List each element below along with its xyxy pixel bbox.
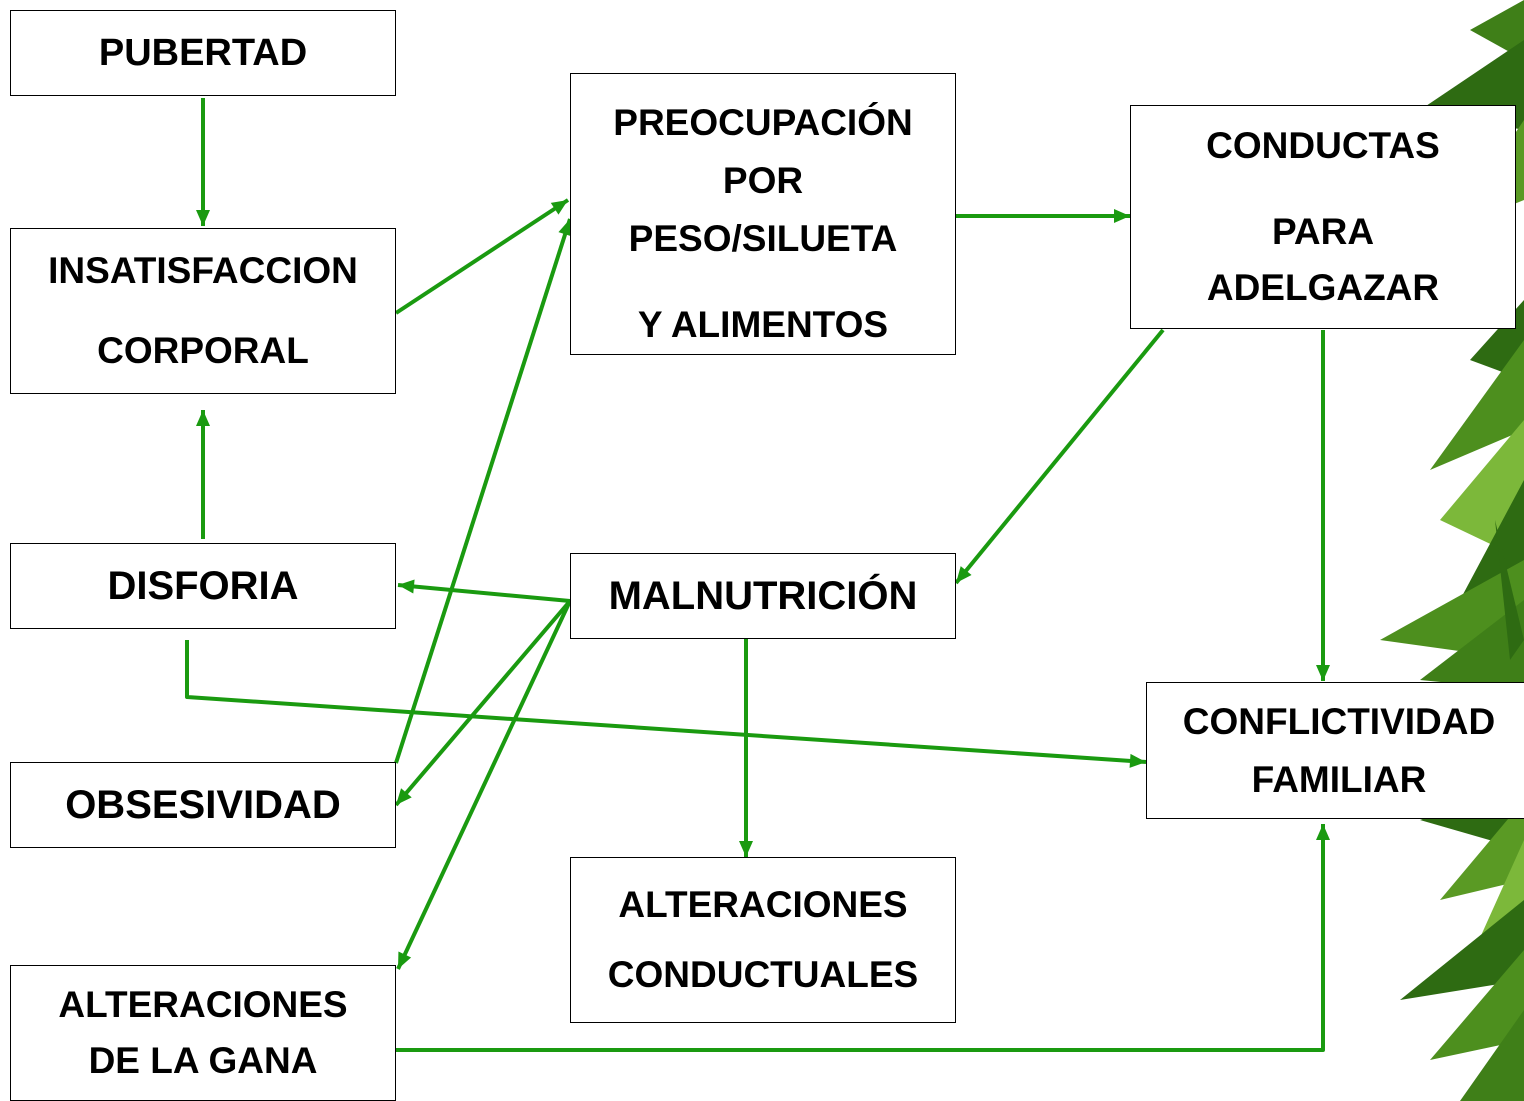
node-insatisfaccion-corporal: INSATISFACCION CORPORAL — [10, 228, 396, 394]
node-label: ALTERACIONES — [618, 884, 908, 925]
arrow-insatisfaccion-to-preocupacion — [394, 198, 570, 315]
node-disforia: DISFORIA — [10, 543, 396, 629]
node-malnutricion: MALNUTRICIÓN — [570, 553, 956, 639]
arrow-malnutricion-to-alteraciones_gana — [396, 600, 572, 970]
node-label: MALNUTRICIÓN — [608, 573, 918, 618]
arrow-pubertad-to-insatisfaccion — [196, 98, 210, 226]
node-label: PESO/SILUETA — [628, 218, 898, 259]
node-label: PREOCUPACIÓN — [613, 102, 913, 143]
node-conflictividad-familiar: CONFLICTIVIDAD FAMILIAR — [1146, 682, 1524, 819]
node-label: CONDUCTAS — [1206, 125, 1440, 166]
arrowhead — [396, 788, 412, 805]
node-alteraciones-gana: ALTERACIONES DE LA GANA — [10, 965, 396, 1101]
arrow-preocupacion-to-conductas — [956, 209, 1130, 223]
node-label: CONFLICTIVIDAD — [1182, 700, 1496, 742]
node-preocupacion: PREOCUPACIÓN POR PESO/SILUETA Y ALIMENTO… — [570, 73, 956, 355]
node-label: DE LA GANA — [88, 1040, 318, 1081]
arrow-malnutricion-to-alteraciones_conductuales — [739, 633, 753, 857]
arrowhead — [1316, 665, 1330, 681]
node-label: PUBERTAD — [98, 31, 308, 74]
node-pubertad: PUBERTAD — [10, 10, 396, 96]
node-label: POR — [722, 160, 804, 201]
arrowhead — [196, 410, 210, 426]
node-label: DISFORIA — [107, 563, 299, 608]
node-label: FAMILIAR — [1251, 758, 1427, 800]
arrow-conductas-to-conflictividad — [1316, 330, 1330, 681]
node-label: Y ALIMENTOS — [637, 304, 889, 345]
arrowhead — [956, 566, 972, 583]
arrowhead — [196, 210, 210, 226]
bamboo-leaf-cluster — [1380, 0, 1524, 1101]
node-label: INSATISFACCION — [48, 250, 358, 291]
arrowhead — [1316, 824, 1330, 840]
node-label: ADELGAZAR — [1206, 267, 1440, 308]
node-label: PARA — [1271, 211, 1375, 252]
arrow-malnutricion-to-obsesividad — [394, 599, 572, 807]
node-conductas: CONDUCTAS PARA ADELGAZAR — [1130, 105, 1516, 329]
arrow-disforia-to-conflictividad — [185, 640, 1147, 768]
node-label: CONDUCTUALES — [607, 954, 919, 995]
arrowhead — [398, 951, 412, 969]
arrowhead — [1129, 753, 1146, 768]
node-alteraciones-conductuales: ALTERACIONES CONDUCTUALES — [570, 857, 956, 1023]
node-label: CORPORAL — [97, 330, 309, 371]
arrowhead — [1114, 209, 1130, 223]
arrowhead — [398, 579, 415, 594]
arrow-malnutricion-to-disforia — [397, 579, 571, 603]
arrowhead — [739, 841, 753, 857]
arrowhead — [558, 219, 572, 237]
node-label: ALTERACIONES — [58, 984, 348, 1025]
arrow-alteraciones_gana-to-conflictividad — [396, 824, 1330, 1052]
arrow-disforia-to-insatisfaccion — [196, 410, 210, 539]
arrow-conductas-to-malnutricion — [954, 328, 1165, 585]
arrow-obsesividad-to-preocupacion — [394, 218, 572, 764]
node-label: OBSESIVIDAD — [65, 782, 341, 827]
arrowhead — [550, 200, 568, 215]
node-obsesividad: OBSESIVIDAD — [10, 762, 396, 848]
